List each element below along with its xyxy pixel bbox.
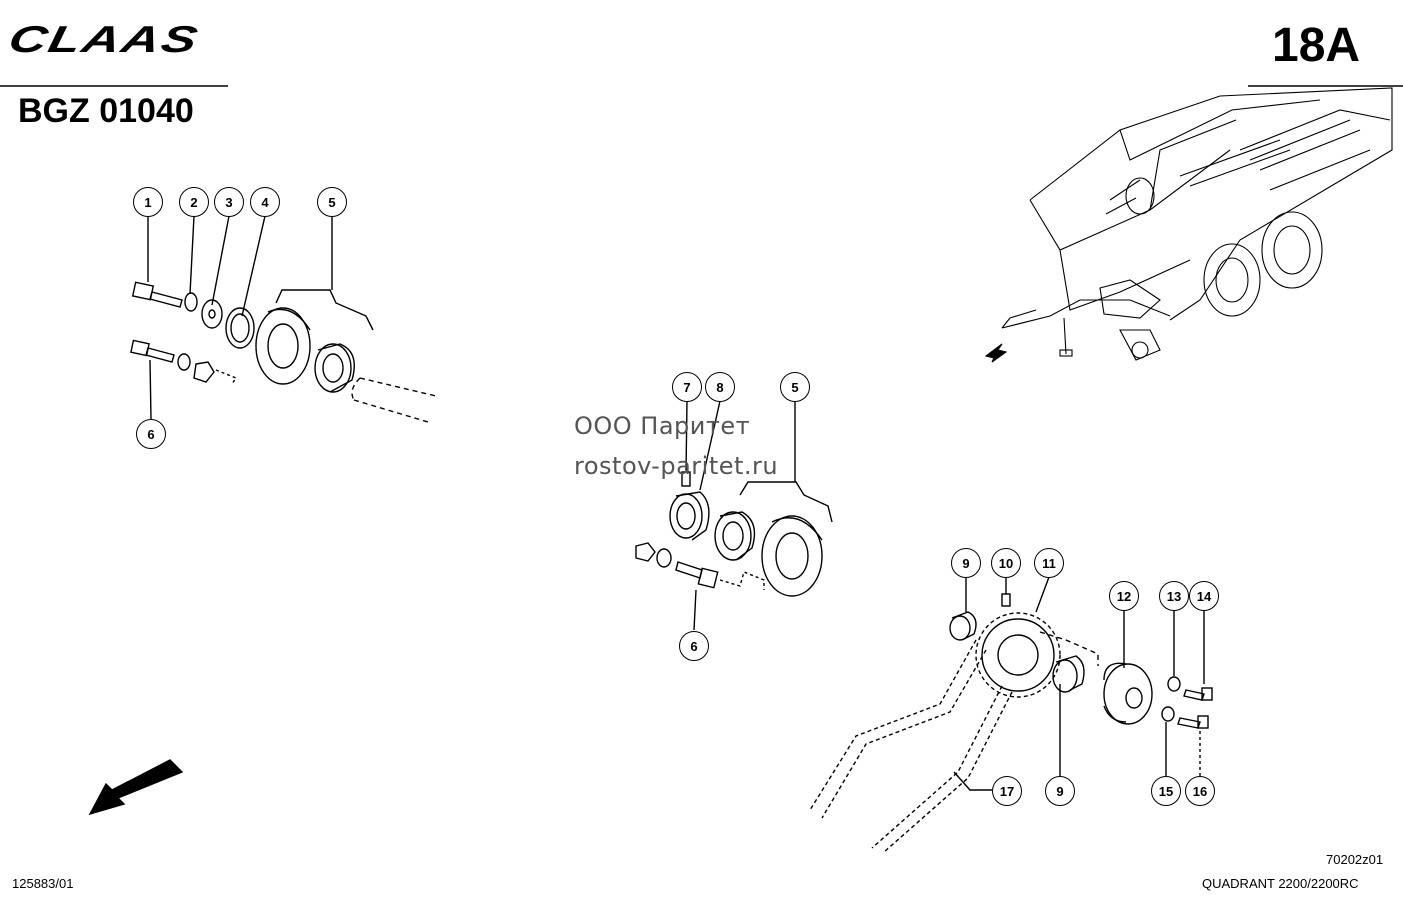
group-centre [635,400,833,631]
callout-2: 2 [179,187,209,217]
callout-5-centre: 5 [780,372,810,402]
callout-16: 16 [1185,776,1215,806]
callout-9-lower: 9 [1045,776,1075,806]
sheet-number: 18A [1272,19,1361,72]
callout-1: 1 [133,187,163,217]
callout-7: 7 [672,372,702,402]
footer-part-number: 125883/01 [12,876,74,891]
footer-drawing-ref: 70202z01 [1326,852,1384,867]
callout-15: 15 [1151,776,1181,806]
callout-10: 10 [991,548,1021,578]
callout-5: 5 [317,187,347,217]
watermark-company: ООО Паритет [574,412,751,440]
callout-6-centre: 6 [679,631,709,661]
callout-11: 11 [1034,548,1064,578]
group-top-left [130,215,437,423]
callout-14: 14 [1189,581,1219,611]
callout-8: 8 [705,372,735,402]
diagram-code: BGZ 01040 [18,92,194,130]
callout-12: 12 [1109,581,1139,611]
watermark-website: rostov-paritet.ru [574,452,779,480]
callout-4: 4 [250,187,280,217]
footer-model: QUADRANT 2200/2200RC [1202,876,1359,891]
callout-9: 9 [951,548,981,578]
baler-machine-illustration [984,87,1393,363]
callout-3: 3 [214,187,244,217]
group-lower-right [809,576,1213,853]
direction-arrow-icon [88,759,184,816]
brand-logo: CLAAS [4,18,203,61]
callout-6: 6 [136,419,166,449]
callout-17: 17 [992,776,1022,806]
callout-13: 13 [1159,581,1189,611]
